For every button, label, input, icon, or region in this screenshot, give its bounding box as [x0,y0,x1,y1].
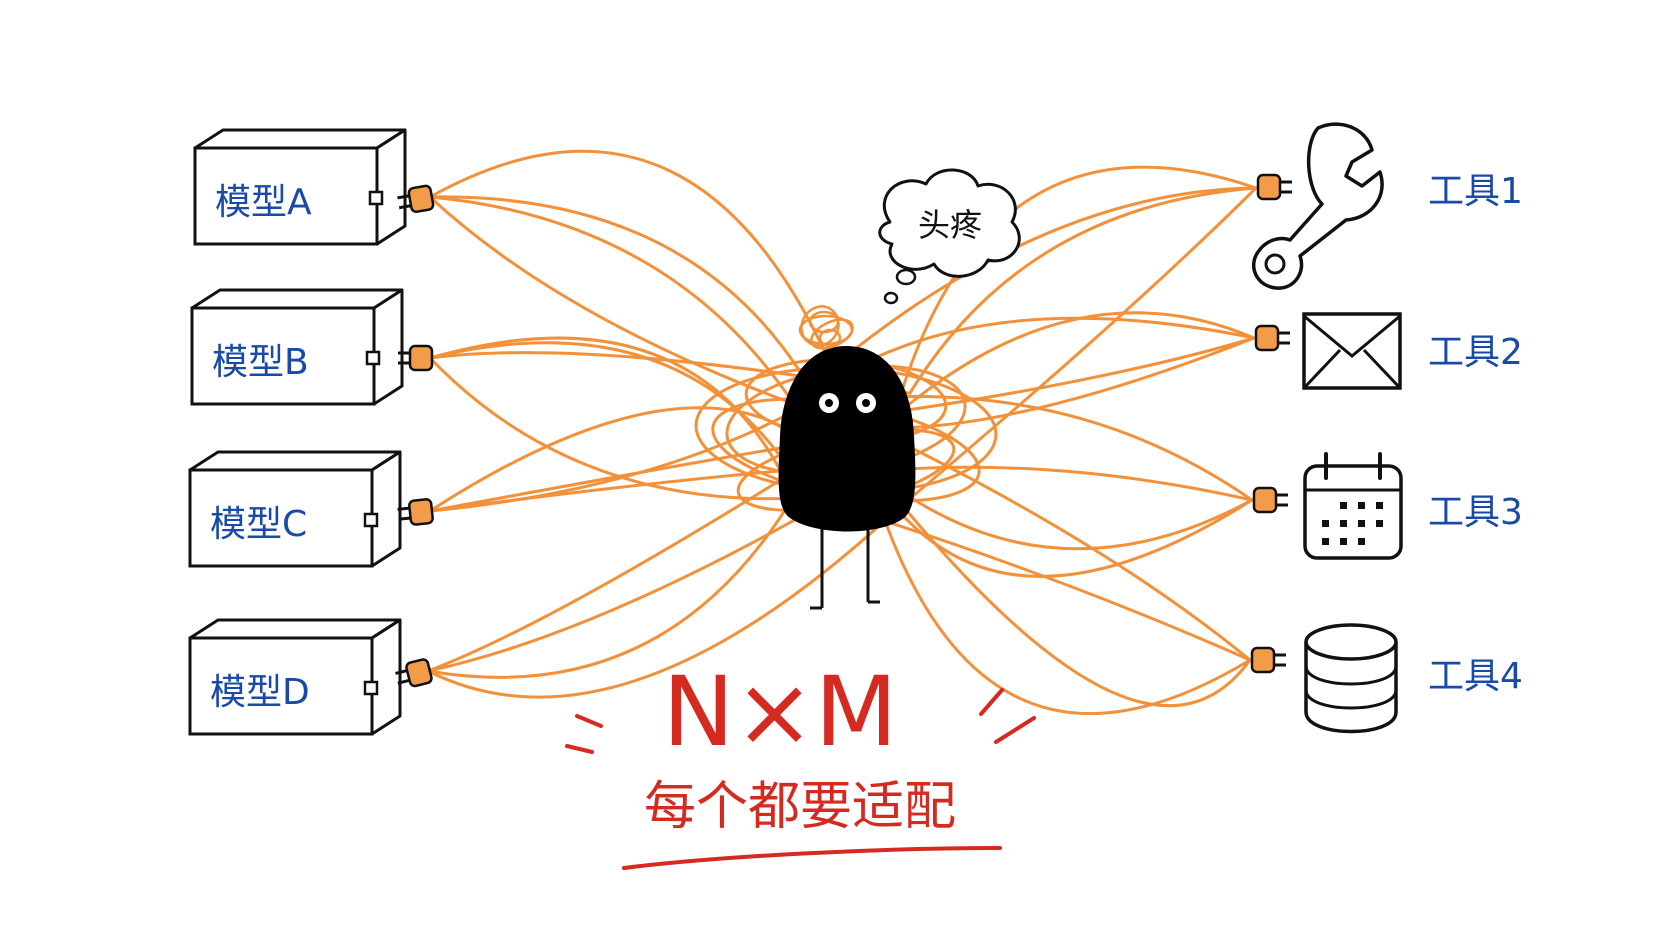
model-b-label: 模型B [212,342,309,383]
formula-text: N×M [662,656,897,768]
envelope-icon [1302,312,1402,390]
model-d-label: 模型D [210,672,310,713]
calendar-icon [1303,452,1403,560]
model-b-box: 模型B [190,288,404,406]
stressed-character [778,305,916,610]
database-icon [1304,623,1398,734]
thought-text: 头疼 [918,206,982,244]
tool-4-label: 工具4 [1428,656,1523,697]
burst-line-left-2 [565,744,594,754]
tool-4-plug-icon [1250,646,1286,674]
subtitle-underline [622,846,1002,870]
model-d-box: 模型D [188,618,402,736]
model-c-plug-icon [397,498,434,526]
tool-labels-group: 工具1 工具2 工具3 工具4 [1428,171,1523,697]
tools-group [1252,122,1403,734]
model-a-label: 模型A [215,182,312,223]
character-body [778,346,916,532]
subtitle-text: 每个都要适配 [644,777,956,837]
wrench-icon [1252,122,1384,290]
head-scribble [798,305,854,350]
tool-2-plug-icon [1254,324,1290,352]
burst-line-left-1 [575,714,603,728]
model-d-plug-icon [395,658,433,688]
model-plugs-group [395,184,435,688]
tool-3-label: 工具3 [1428,492,1523,533]
burst-line-right-2 [994,716,1036,744]
thought-bubble: 头疼 [878,168,1021,305]
model-a-box: 模型A [193,128,407,246]
tool-1-label: 工具1 [1428,171,1523,212]
caption-group: N×M 每个都要适配 [565,656,1036,870]
models-group: 模型A 模型B 模型C [188,128,407,736]
model-c-box: 模型C [188,450,402,568]
burst-line-right-1 [979,688,1004,716]
model-b-plug-icon [398,344,434,372]
wire-2-1 [428,186,1258,396]
tool-2-label: 工具2 [1428,332,1523,373]
model-a-plug-icon [397,184,435,214]
model-c-label: 模型C [210,504,307,545]
tool-3-plug-icon [1252,486,1288,514]
tool-plugs-group [1250,173,1292,674]
tool-1-plug-icon [1256,173,1292,201]
